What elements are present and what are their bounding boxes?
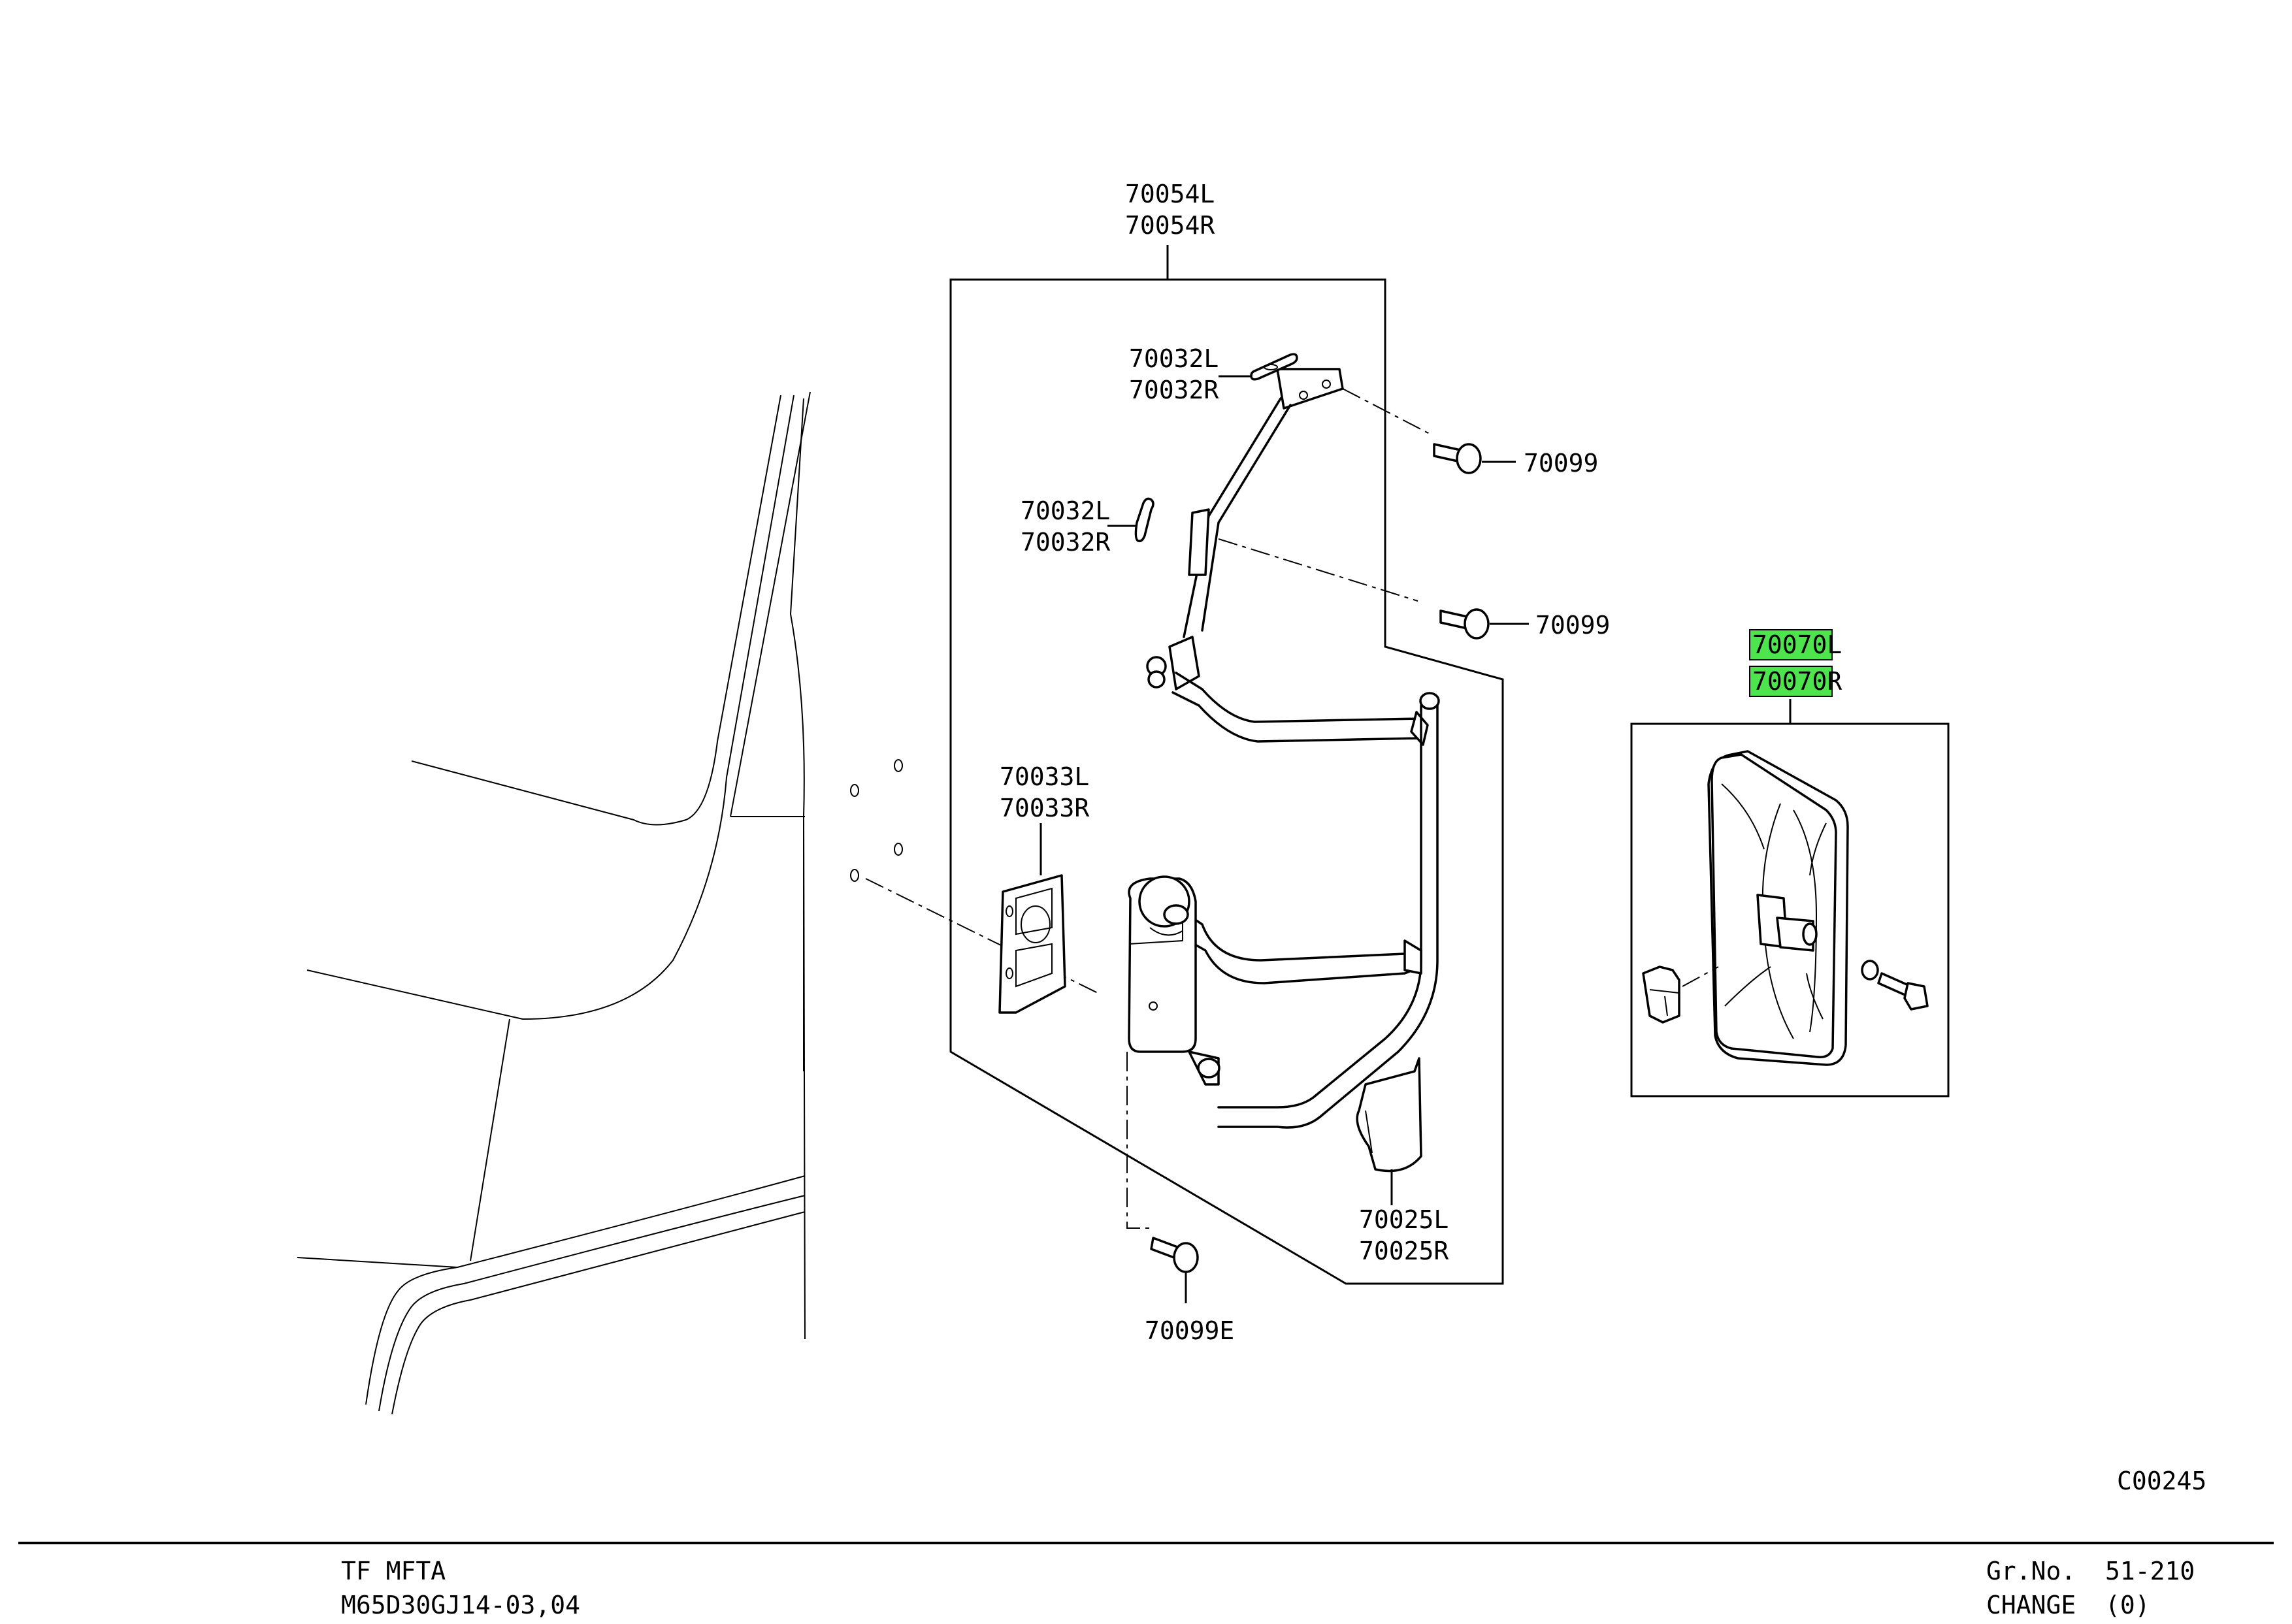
callout-70032R-middle: 70032R: [1021, 528, 1110, 557]
footer-change-label: CHANGE: [1986, 1591, 2076, 1619]
highlight-box: [1749, 629, 1833, 660]
callout-70054R: 70054R: [1125, 211, 1215, 240]
callout-labels: 70054L 70054R 70032L 70032R 70032L 70032…: [1000, 180, 2206, 1495]
mirror-tube-frame: [1171, 672, 1440, 1129]
mounting-plate: [998, 874, 1066, 1014]
stay-pin-middle: [1134, 497, 1154, 543]
stay-pin-upper: [1250, 353, 1298, 381]
callout-70025L: 70025L: [1359, 1205, 1449, 1234]
footer-model-line-1: TF MFTA: [341, 1557, 446, 1585]
footer-group-value: 51-210: [2105, 1557, 2195, 1585]
screw-middle: [1218, 538, 1490, 640]
highlight-box: [1749, 666, 1833, 697]
callout-70033L: 70033L: [1000, 762, 1089, 791]
screw-bottom: [1150, 1237, 1199, 1273]
footer-group-label: Gr.No.: [1986, 1557, 2076, 1585]
mount-hole: [894, 759, 903, 772]
callout-70099E: 70099E: [1145, 1316, 1234, 1345]
callout-70032R-upper: 70032R: [1129, 376, 1219, 404]
mirror-base: [1126, 875, 1220, 1229]
footer-change-value: (0): [2105, 1591, 2150, 1619]
screw-upper: [1342, 388, 1482, 474]
callout-70025R: 70025R: [1359, 1237, 1449, 1265]
mirror-stay-arm: [1146, 368, 1344, 690]
callout-70070R[interactable]: 70070R: [1752, 667, 1842, 696]
callout-70032L-middle: 70032L: [1021, 496, 1110, 525]
assembly-frame: [949, 278, 1504, 1285]
mount-hole: [850, 869, 859, 882]
mirror-bolt: [1861, 960, 1929, 1011]
callout-70070L[interactable]: 70070L: [1752, 630, 1842, 659]
figure-code: C00245: [2117, 1467, 2206, 1495]
cab-outline: [297, 391, 1098, 1415]
callout-70099-upper: 70099: [1524, 449, 1598, 478]
mirror-clamp: [1642, 966, 1719, 1024]
footer-model-line-2: M65D30GJ14-03,04: [341, 1591, 580, 1619]
tube-cover: [1356, 1057, 1422, 1173]
mount-hole: [850, 784, 859, 797]
mount-hole: [894, 843, 903, 856]
callout-70032L-upper: 70032L: [1129, 344, 1219, 373]
callout-70054L: 70054L: [1125, 180, 1215, 208]
mirror-head: [1707, 750, 1849, 1066]
footer: TF MFTA M65D30GJ14-03,04 Gr.No. 51-210 C…: [341, 1557, 2195, 1619]
callout-70033R: 70033R: [1000, 794, 1089, 822]
callout-70099-middle: 70099: [1535, 611, 1610, 640]
